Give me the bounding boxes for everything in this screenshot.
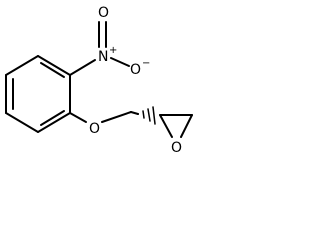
nitro-oxygen-right-label: O <box>130 62 141 78</box>
ring-to-nitrogen-bond <box>69 59 96 76</box>
nitro-oxygen-top-label: O <box>98 5 109 21</box>
ring-double-bond-inner-1 <box>40 62 65 78</box>
epoxide-carbon2-oxygen-bond <box>180 114 193 138</box>
chemical-structure-diagram: N + O O − O O <box>5 5 193 156</box>
ether-oxygen-label: O <box>89 121 100 137</box>
hashed-stereo-bond <box>137 106 156 125</box>
nitro-group: N + O O − <box>69 5 150 78</box>
epoxide-oxygen-label: O <box>171 140 182 156</box>
epoxide-carbon1-oxygen-bond <box>159 114 173 138</box>
ring-bond-6 <box>5 55 39 76</box>
benzene-ring <box>5 55 71 133</box>
ch2-to-hashed-start-bond <box>130 111 139 115</box>
nitro-nitrogen-charge: + <box>109 45 117 56</box>
ether-oxygen-to-ch2-bond <box>101 111 132 123</box>
nitro-nitrogen-label: N <box>98 49 108 65</box>
ring-bond-3 <box>37 112 71 133</box>
nitrogen-oxygen-single-bond <box>110 57 130 67</box>
ring-bond-1 <box>37 55 71 76</box>
ring-double-bond-inner-3 <box>40 110 65 126</box>
nitro-oxygen-right-charge: − <box>142 58 150 69</box>
ring-bond-4 <box>5 112 39 133</box>
ring-to-ether-oxygen-bond <box>69 112 87 123</box>
glycidyl-ether-group: O O <box>69 106 193 156</box>
